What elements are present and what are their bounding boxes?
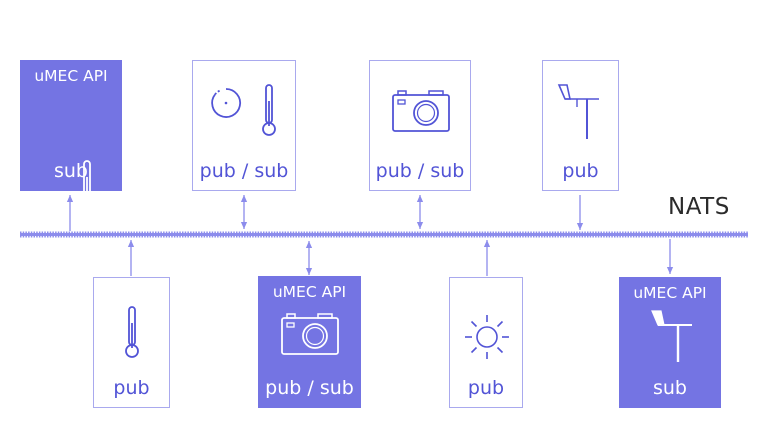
camera-icon <box>281 313 339 355</box>
node-role-label: pub <box>562 160 599 182</box>
node-role-label: pub <box>113 377 150 399</box>
knob-icon <box>211 88 241 118</box>
node-header: uMEC API <box>272 283 347 301</box>
node-bottom-umec-wind[interactable]: uMEC API sub <box>619 277 721 408</box>
node-role-label: sub <box>652 377 687 399</box>
node-role-label: pub / sub <box>375 160 465 182</box>
nats-label: NATS <box>668 194 730 220</box>
thermometer-icon <box>125 306 139 358</box>
node-bottom-thermo[interactable]: pub <box>93 277 170 408</box>
node-header: uMEC API <box>34 67 108 85</box>
node-top-umec-sub[interactable]: uMEC API sub <box>20 60 122 212</box>
thermometer-icon <box>80 160 94 212</box>
node-header: uMEC API <box>633 284 707 302</box>
camera-icon <box>392 90 450 132</box>
node-bottom-sun[interactable]: pub <box>449 277 523 408</box>
node-role-label: pub / sub <box>199 160 289 182</box>
node-top-knob-thermo[interactable]: pub / sub <box>192 60 296 191</box>
wind-vane-icon <box>651 310 692 362</box>
node-role-label: pub <box>467 377 505 399</box>
node-role-label: sub <box>53 160 88 182</box>
node-role-label: pub / sub <box>265 377 354 399</box>
node-bottom-umec-camera[interactable]: uMEC API pub / sub <box>258 276 361 408</box>
node-top-camera[interactable]: pub / sub <box>369 60 471 191</box>
thermometer-icon <box>262 84 276 136</box>
wind-vane-icon <box>557 84 599 139</box>
sun-icon <box>465 315 509 359</box>
node-top-wind[interactable]: pub <box>542 60 619 191</box>
